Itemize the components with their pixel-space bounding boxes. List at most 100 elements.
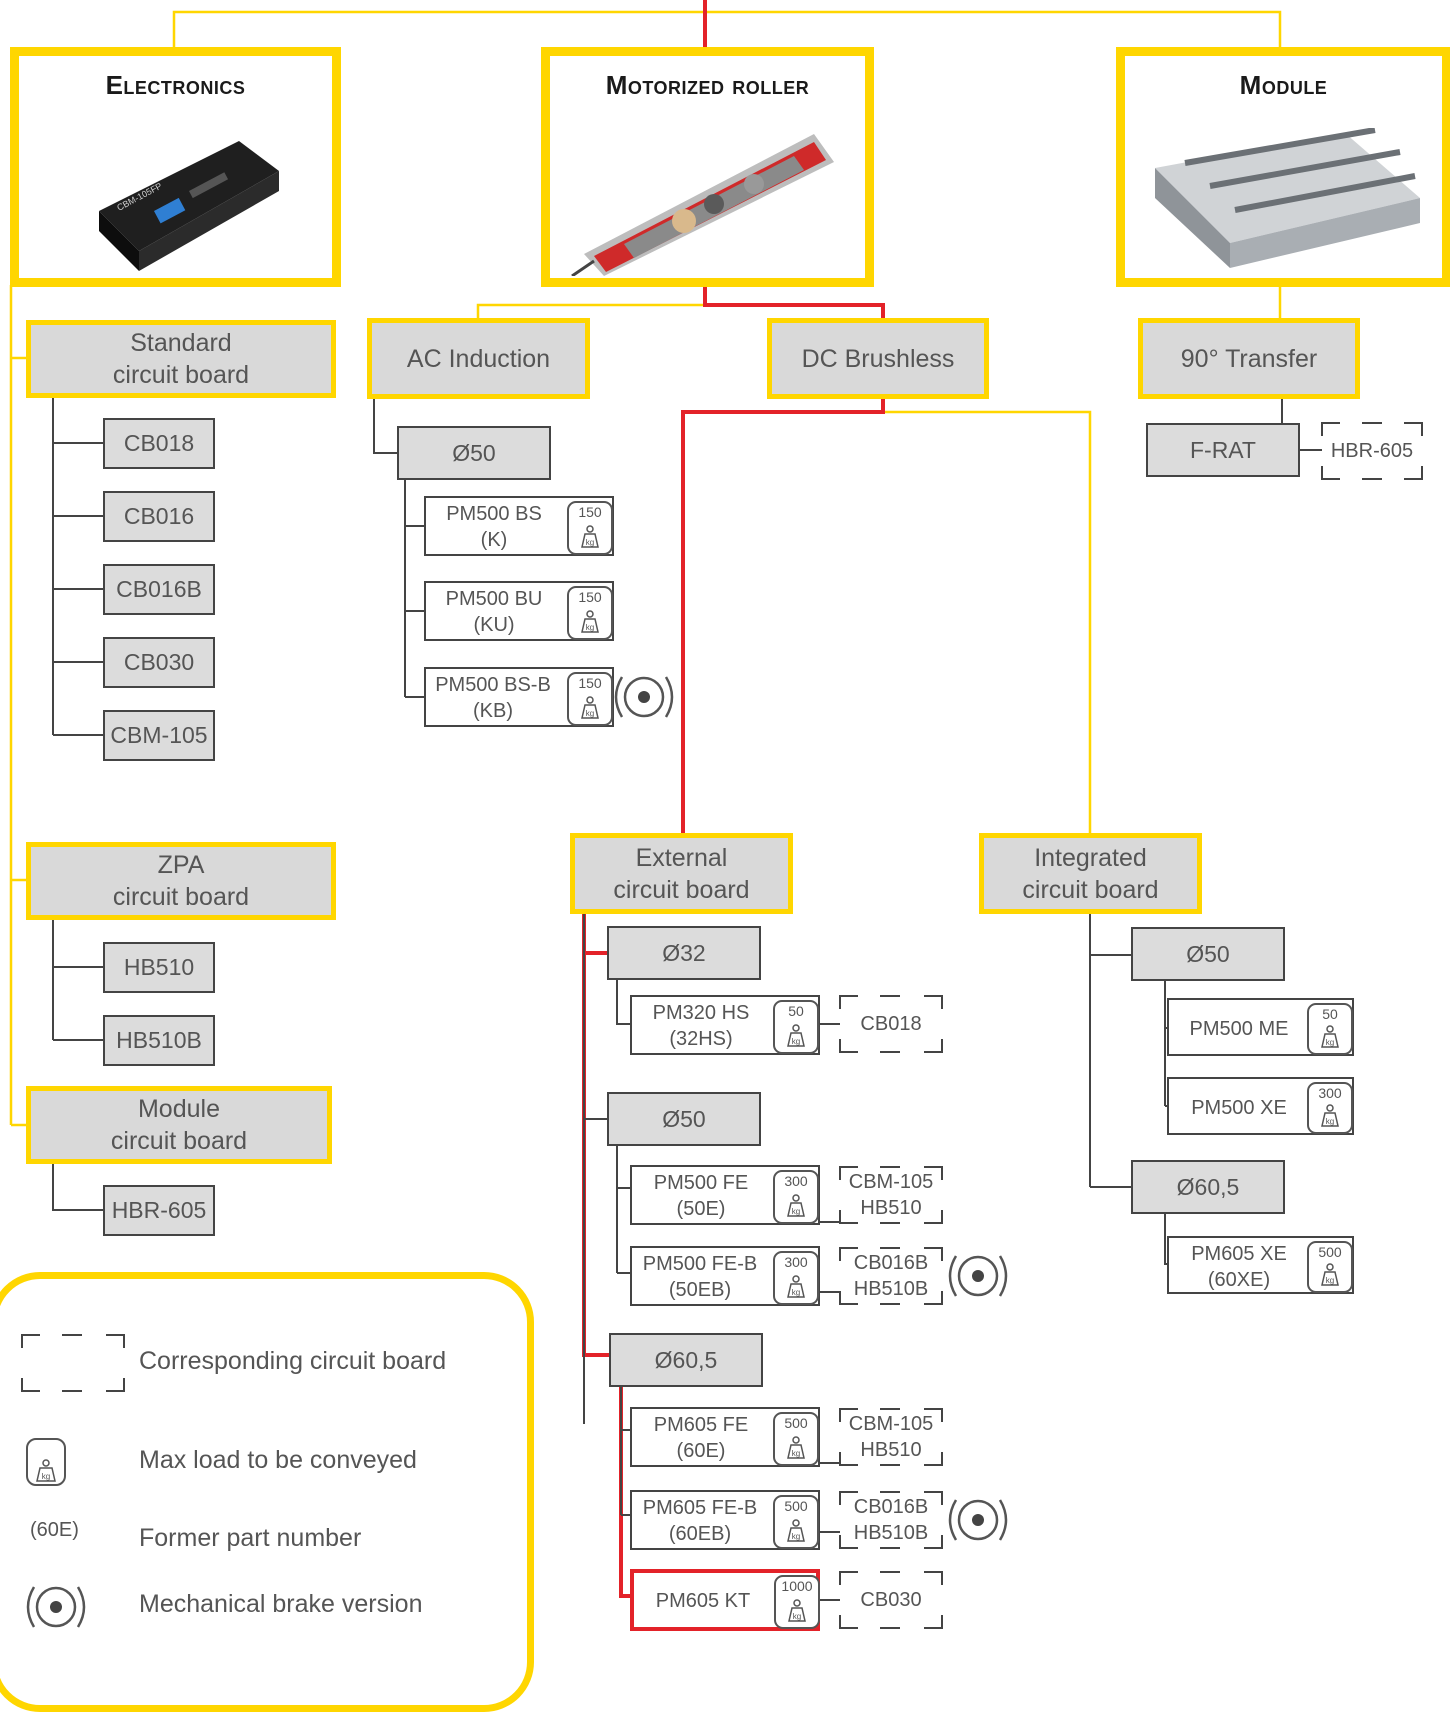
max-load: 1000 <box>781 1578 813 1594</box>
max-load: 500 <box>784 1415 808 1431</box>
transfer-90: 90° Transfer <box>1138 318 1360 399</box>
product-name: PM500 BS <box>446 503 542 525</box>
category-title: Electronics <box>105 70 246 100</box>
max-load: 50 <box>1322 1006 1338 1022</box>
weight-icon: 150 kg <box>567 586 613 640</box>
board-hb510[interactable]: HB510 <box>103 942 215 993</box>
product-pm500-me[interactable]: PM500 ME 50 kg <box>1167 998 1354 1056</box>
cb-name: HBR-605 <box>1330 440 1414 462</box>
board-cb016b[interactable]: CB016B <box>103 564 215 615</box>
product-pm500-bu[interactable]: PM500 BU(KU) 150 kg <box>424 581 614 641</box>
integrated-diameter-60-5[interactable]: Ø60,5 <box>1131 1160 1285 1214</box>
external-diameter-32[interactable]: Ø32 <box>607 926 761 980</box>
max-load: 500 <box>1318 1244 1342 1260</box>
product-pm605-kt[interactable]: PM605 KT 1000 kg <box>630 1569 820 1631</box>
external-diameter-50[interactable]: Ø50 <box>607 1092 761 1146</box>
kg-unit: kg <box>792 1037 800 1046</box>
category-module: Module <box>1116 47 1450 287</box>
former-part-number: (50EB) <box>668 1279 732 1301</box>
product-pm605-xe[interactable]: PM605 XE(60XE) 500 kg <box>1167 1236 1354 1294</box>
kg-unit: kg <box>792 1207 800 1216</box>
product-pm500-fe-b[interactable]: PM500 FE-B(50EB) 300 kg <box>630 1246 820 1306</box>
corresponding-bracket <box>839 1571 943 1629</box>
electronics-module-image: CBM-105FP <box>99 141 279 271</box>
max-load: 500 <box>784 1498 808 1514</box>
category-motorized-roller: Motorized roller <box>541 47 874 287</box>
cb-name: HB510 <box>860 1197 922 1219</box>
product-name: PM605 KT <box>655 1590 751 1612</box>
corresponding-bracket <box>839 995 943 1053</box>
cb-name: CB016B <box>853 1496 929 1518</box>
label-line1: Standard <box>130 329 232 357</box>
legend-maxload: Max load to be conveyed <box>139 1446 417 1474</box>
product-pm500-xe[interactable]: PM500 XE 300 kg <box>1167 1077 1354 1135</box>
weight-icon: 500 kg <box>773 1495 819 1549</box>
board-hb510b[interactable]: HB510B <box>103 1015 215 1066</box>
board-cbm-105[interactable]: CBM-105 <box>103 710 215 761</box>
cb-name: HB510 <box>860 1439 922 1461</box>
corresponding-bracket <box>1321 422 1423 480</box>
product-name: PM320 HS <box>652 1002 750 1024</box>
brake-icon <box>948 1255 1008 1297</box>
corresponding-bracket <box>839 1491 943 1549</box>
dc-brushless: DC Brushless <box>767 318 989 399</box>
former-part-number: (60XE) <box>1207 1269 1271 1291</box>
module-f-rat[interactable]: F-RAT <box>1146 423 1300 477</box>
board-cb016[interactable]: CB016 <box>103 491 215 542</box>
corresponding-cb-frat: HBR-605 <box>1320 421 1424 481</box>
kg-unit: kg <box>42 1472 50 1481</box>
product-pm500-fe[interactable]: PM500 FE(50E) 300 kg <box>630 1165 820 1225</box>
product-name: PM605 FE-B <box>642 1497 758 1519</box>
former-part-number: (60EB) <box>668 1523 732 1545</box>
category-electronics: Electronics CBM-105FP <box>10 47 341 287</box>
max-load: 50 <box>788 1003 804 1019</box>
product-pm605-fe-b[interactable]: PM605 FE-B (60EB) 500 kg <box>630 1490 820 1550</box>
cb-name: HB510B <box>853 1522 929 1544</box>
board-cb018[interactable]: CB018 <box>103 418 215 469</box>
kg-unit: kg <box>792 1532 800 1541</box>
kg-unit: kg <box>792 1449 800 1458</box>
category-title: Motorized roller <box>605 70 810 100</box>
board-cb030[interactable]: CB030 <box>103 637 215 688</box>
product-pm500-bs-b[interactable]: PM500 BS-B(KB) 150 kg <box>424 667 614 727</box>
max-load: 150 <box>578 589 602 605</box>
weight-icon: 150 kg <box>567 501 613 555</box>
cb-name: CBM-105 <box>848 1413 934 1435</box>
integrated-diameter-50[interactable]: Ø50 <box>1131 927 1285 981</box>
weight-icon: 300 kg <box>773 1251 819 1305</box>
legend-brake: Mechanical brake version <box>139 1590 423 1618</box>
product-name: PM500 BS-B <box>435 674 551 696</box>
label-line2: circuit board <box>110 1127 248 1155</box>
kg-unit: kg <box>1326 1276 1334 1285</box>
brake-icon <box>26 1586 86 1628</box>
kg-unit: kg <box>1326 1117 1334 1126</box>
weight-icon: 500 kg <box>1307 1241 1353 1293</box>
kg-unit: kg <box>586 709 594 718</box>
kg-unit: kg <box>586 623 594 632</box>
product-pm500-bs[interactable]: PM500 BS (K) 150 kg <box>424 496 614 556</box>
brake-icon <box>614 676 674 718</box>
corresponding-cb-pm605-fe-b: CB016B HB510B <box>838 1490 944 1550</box>
max-load: 300 <box>784 1254 808 1270</box>
ac-diameter-50[interactable]: Ø50 <box>397 426 551 480</box>
label-line1: ZPA <box>157 851 205 879</box>
corresponding-bracket-icon <box>21 1334 125 1392</box>
cb-name: HB510B <box>853 1278 929 1300</box>
former-part-number: (K) <box>480 529 508 551</box>
max-load: 300 <box>1318 1085 1342 1101</box>
product-name: PM500 FE <box>653 1172 749 1194</box>
external-diameter-60-5[interactable]: Ø60,5 <box>609 1333 763 1387</box>
legend-former: Former part number <box>139 1524 362 1552</box>
weight-icon: 50 kg <box>773 1000 819 1054</box>
product-name: PM605 FE <box>653 1414 749 1436</box>
product-pm320-hs[interactable]: PM320 HS(32HS) 50 kg <box>630 995 820 1055</box>
kg-unit: kg <box>586 538 594 547</box>
kg-unit: kg <box>792 1288 800 1297</box>
product-pm605-fe[interactable]: PM605 FE(60E) 500 kg <box>630 1407 820 1467</box>
corresponding-bracket <box>839 1166 943 1224</box>
board-hbr-605[interactable]: HBR-605 <box>103 1185 215 1236</box>
